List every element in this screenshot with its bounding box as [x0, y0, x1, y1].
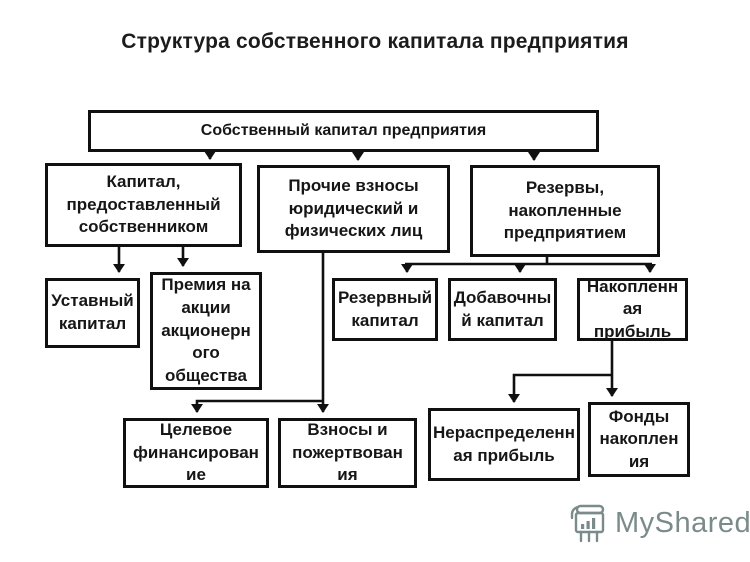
node-other-contributions: Прочие взносы юридический и физических л… — [257, 165, 450, 253]
node-charter-capital: Уставный капитал — [45, 278, 140, 348]
node-owner-capital: Капитал, предоставленный собственником — [45, 163, 242, 247]
diagram-title: Структура собственного капитала предприя… — [121, 30, 629, 53]
node-accumulation-funds: Фонды накоплен ия — [588, 402, 690, 477]
watermark: MyShared — [566, 503, 750, 544]
node-accumulated-profit: Накопленн ая прибыль — [577, 277, 688, 341]
myshared-flipchart-icon — [570, 504, 605, 543]
node-reserve-capital: Резервный капитал — [332, 278, 438, 341]
node-targeted-financing: Целевое финансирован ие — [123, 418, 269, 488]
node-root: Собственный капитал предприятия — [88, 110, 599, 152]
node-reserves: Резервы, накопленные предприятием — [470, 165, 660, 257]
node-additional-capital: Добавочны й капитал — [448, 278, 557, 341]
node-donations: Взносы и пожертвован ия — [278, 418, 417, 488]
node-share-premium: Премия на акции акционерн ого общества — [150, 272, 262, 390]
node-retained-earnings: Нераспределенн ая прибыль — [428, 408, 580, 481]
watermark-label: MyShared — [615, 507, 750, 539]
